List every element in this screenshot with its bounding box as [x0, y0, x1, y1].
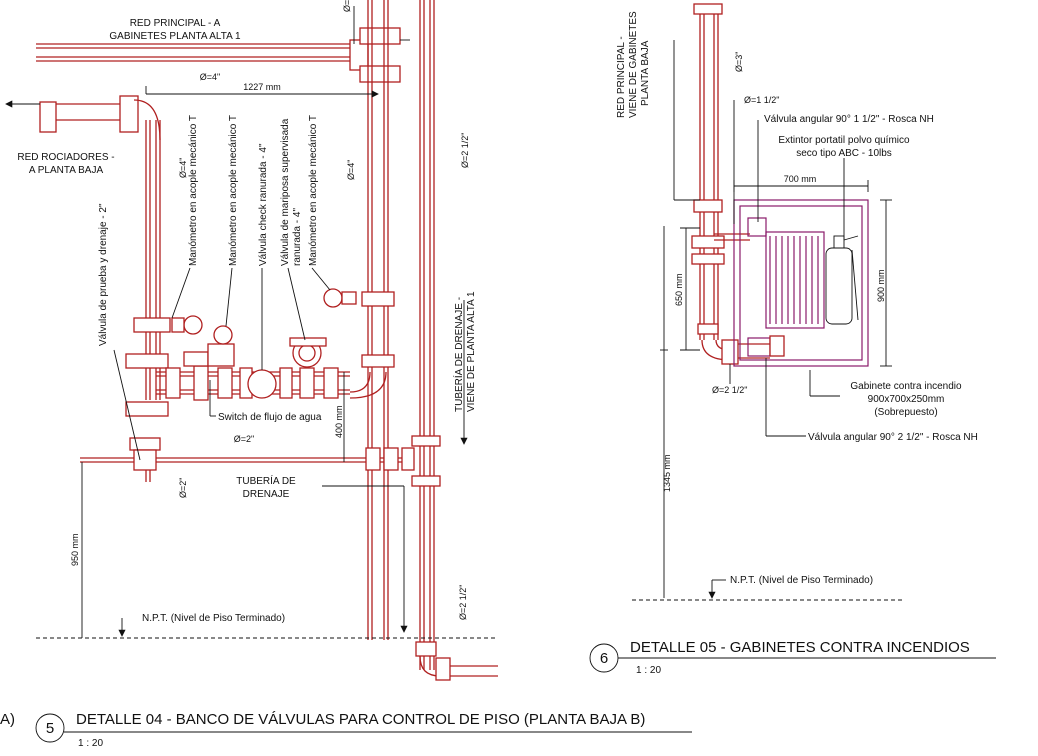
- dim-diam-4-c: Ø=4": [346, 160, 356, 180]
- extintor-label-1: Extintor portatil polvo químico: [778, 135, 910, 146]
- diam-3-label: Ø=3": [734, 52, 744, 72]
- dim-400: 400 mm: [334, 405, 344, 438]
- npt-label-right: N.P.T. (Nivel de Piso Terminado): [730, 575, 873, 586]
- red-rociadores-line1: RED ROCIADORES -: [17, 152, 114, 163]
- title-prefix: A): [0, 711, 15, 728]
- scale-detalle-05: 1 : 20: [636, 665, 661, 676]
- detail-05-cabinet: RED PRINCIPAL - VIENE DE GABINETES PLANT…: [589, 3, 996, 676]
- dim-1345: 1345 mm: [662, 454, 672, 492]
- diam-2-5-lower: Ø=2 1/2": [458, 585, 468, 620]
- title-detalle-04: DETALLE 04 - BANCO DE VÁLVULAS PARA CONT…: [76, 711, 645, 728]
- gauges: [171, 288, 357, 345]
- diam-2-small-label: Ø=2": [178, 478, 188, 498]
- red-principal-line1: RED PRINCIPAL - A: [130, 18, 221, 29]
- manometro-label-3: Manómetro en acople mecánico T: [308, 115, 319, 266]
- red-rociadores-line2: A PLANTA BAJA: [29, 165, 104, 176]
- valvula-prueba-label: Válvula de prueba y drenaje - 2": [98, 203, 109, 346]
- valvula-check-label: Válvula check ranurada - 4": [258, 143, 269, 266]
- switch-flujo-label: Switch de flujo de agua: [218, 412, 322, 423]
- diam-2-5-d6-label: Ø=2 1/2": [712, 385, 747, 395]
- valvula-mariposa-label-1: Válvula de mariposa supervisada: [280, 118, 291, 266]
- dim-700: 700 mm: [784, 174, 817, 184]
- valvula-angular-1-label: Válvula angular 90° 1 1/2" - Rosca NH: [764, 114, 934, 125]
- manometro-label-1: Manómetro en acople mecánico T: [188, 115, 199, 266]
- fire-cabinet: [733, 199, 869, 367]
- gabinete-label-2: 900x700x250mm: [868, 394, 945, 405]
- valve-bank-run: [156, 337, 350, 401]
- detail-04-title-block: A) 5 DETALLE 04 - BANCO DE VÁLVULAS PARA…: [0, 711, 692, 749]
- title-number-6: 6: [600, 650, 608, 667]
- detail-04-labels: RED PRINCIPAL - A GABINETES PLANTA ALTA …: [17, 0, 477, 624]
- tuberia-drenaje-vertical-1: TUBERÍA DE DRENAJE -: [452, 297, 465, 412]
- drain-riser: [411, 0, 498, 681]
- dim-950: 950 mm: [70, 533, 80, 566]
- dim-diam-4-top: Ø=4": [342, 0, 352, 12]
- sprinkler-branch: [39, 95, 171, 451]
- detail-04-valve-bank: RED PRINCIPAL - A GABINETES PLANTA ALTA …: [0, 0, 692, 749]
- cabinet-annotation-lines: [632, 40, 902, 601]
- dim-1227: 1227 mm: [243, 82, 281, 92]
- dim-900: 900 mm: [876, 269, 886, 302]
- tuberia-drenaje-vertical-2: VIENE DE PLANTA ALTA 1: [466, 291, 477, 412]
- red-principal-d6-3: PLANTA BAJA: [640, 40, 651, 106]
- red-principal-d6-2: VIENE DE GABINETES: [628, 11, 639, 118]
- annotation-lines: [5, 6, 498, 639]
- red-principal-d6-1: RED PRINCIPAL -: [616, 36, 627, 118]
- drain-horizontal: [80, 447, 415, 482]
- manometro-label-2: Manómetro en acople mecánico T: [228, 115, 239, 266]
- title-detalle-05: DETALLE 05 - GABINETES CONTRA INCENDIOS: [630, 639, 970, 656]
- red-principal-line2: GABINETES PLANTA ALTA 1: [109, 31, 241, 42]
- detail-05-labels: RED PRINCIPAL - VIENE DE GABINETES PLANT…: [616, 11, 978, 586]
- gabinete-label-3: (Sobrepuesto): [874, 407, 937, 418]
- scale-detalle-04: 1 : 20: [78, 738, 103, 749]
- diam-2-5-upper: Ø=2 1/2": [460, 133, 470, 168]
- main-riser: [349, 0, 395, 640]
- valvula-angular-2-label: Válvula angular 90° 2 1/2" - Rosca NH: [808, 432, 978, 443]
- dim-650: 650 mm: [674, 273, 684, 306]
- npt-label-left: N.P.T. (Nivel de Piso Terminado): [142, 613, 285, 624]
- tuberia-drenaje-2: DRENAJE: [243, 489, 290, 500]
- diam-2-label: Ø=2": [234, 434, 254, 444]
- main-pipe-top: [36, 27, 401, 83]
- title-number-5: 5: [46, 720, 54, 737]
- dim-diam-4-a: Ø=4": [200, 72, 220, 82]
- extintor-label-2: seco tipo ABC - 10lbs: [796, 148, 892, 159]
- valvula-mariposa-label-2: ranurada - 4": [292, 208, 303, 266]
- diam-1-5-label: Ø=1 1/2": [744, 95, 779, 105]
- detail-05-title-block: 6 DETALLE 05 - GABINETES CONTRA INCENDIO…: [589, 639, 996, 676]
- tuberia-drenaje-1: TUBERÍA DE: [236, 474, 296, 487]
- dim-diam-4-b: Ø=4": [178, 158, 188, 178]
- gabinete-label-1: Gabinete contra incendio: [850, 381, 962, 392]
